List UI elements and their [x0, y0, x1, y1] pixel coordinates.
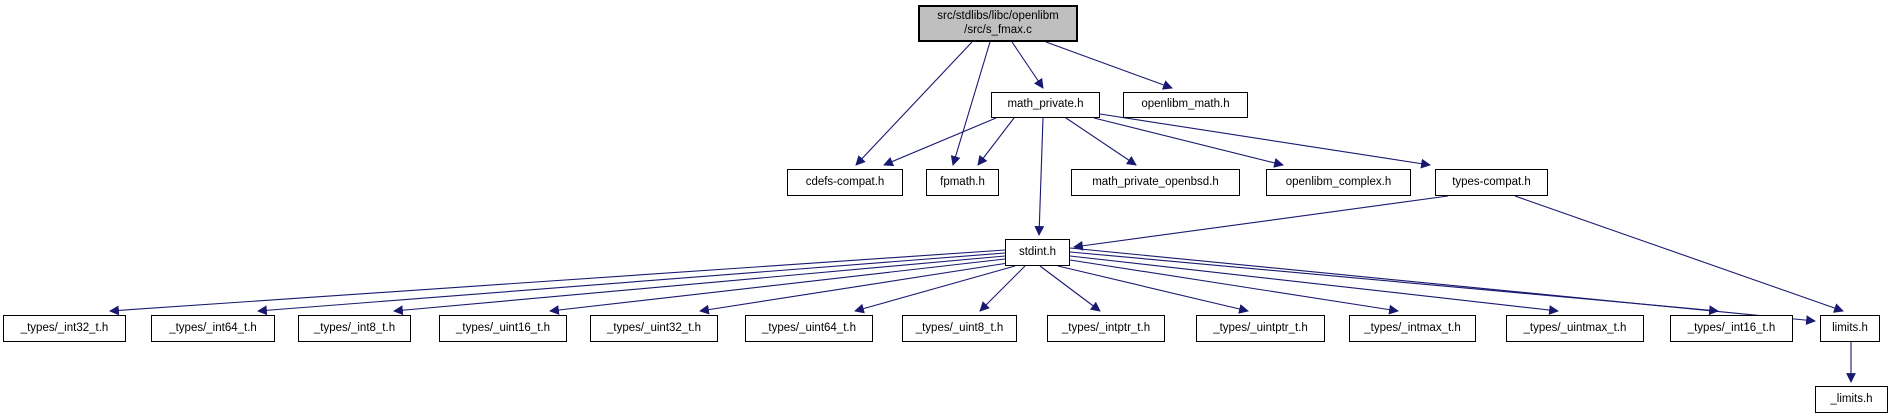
node-s-fmax-c[interactable]: src/stdlibs/libc/openlibm /src/s_fmax.c	[918, 5, 1078, 42]
node-types-uintmax-t-h[interactable]: _types/_uintmax_t.h	[1506, 315, 1644, 342]
edge-mathprivate-cdefscompat	[883, 117, 997, 167]
node-types-uint64-t-h[interactable]: _types/_uint64_t.h	[745, 315, 873, 342]
node-types-uintptr-t-h[interactable]: _types/_uintptr_t.h	[1196, 315, 1325, 342]
node-math-private-openbsd-h[interactable]: math_private_openbsd.h	[1071, 169, 1240, 196]
edge-mathprivate-typescompat	[1099, 113, 1431, 169]
edge-sfmax-mathprivate	[1011, 41, 1044, 89]
node-types-compat-h[interactable]: types-compat.h	[1435, 169, 1548, 196]
node-cdefs-compat-h[interactable]: cdefs-compat.h	[787, 169, 903, 196]
node-types-int64-t-h[interactable]: _types/_int64_t.h	[151, 315, 275, 342]
edge-stdint-uintmax	[1069, 255, 1559, 315]
node-math-private-h[interactable]: math_private.h	[991, 92, 1100, 118]
node-types-intmax-t-h[interactable]: _types/_intmax_t.h	[1349, 315, 1476, 342]
edge-stdint-limits	[1069, 247, 1816, 326]
edge-stdint-uint64	[854, 265, 1016, 314]
edge-sfmax-fpmath	[950, 41, 991, 166]
node-types-int32-t-h[interactable]: _types/_int32_t.h	[3, 315, 126, 342]
edge-mathprivate-fpmath	[977, 117, 1015, 166]
node-openlibm-complex-h[interactable]: openlibm_complex.h	[1266, 169, 1411, 196]
edge-stdint-uint16	[549, 258, 1006, 315]
node-limits-h[interactable]: limits.h	[1820, 315, 1880, 342]
edge-mathprivate-complex	[1093, 117, 1284, 168]
edge-stdint-uint32	[699, 262, 1009, 315]
node-types-uint16-t-h[interactable]: _types/_uint16_t.h	[439, 315, 567, 342]
node-types-int8-t-h[interactable]: _types/_int8_t.h	[298, 315, 411, 342]
node-stdint-h[interactable]: stdint.h	[1005, 239, 1070, 266]
node-types-uint8-t-h[interactable]: _types/_uint8_t.h	[902, 315, 1017, 342]
edge-stdint-uintptr	[1057, 265, 1249, 314]
node-fpmath-h[interactable]: fpmath.h	[926, 169, 999, 196]
node-types-int16-t-h[interactable]: _types/_int16_t.h	[1670, 315, 1793, 342]
edge-sfmax-openlibmmath	[1045, 41, 1173, 90]
edge-typescompat-limits	[1514, 195, 1844, 313]
node--limits-h[interactable]: _limits.h	[1815, 386, 1888, 413]
edge-stdint-intptr	[1039, 265, 1101, 312]
edge-stdint-int8	[393, 255, 1006, 316]
node-types-uint32-t-h[interactable]: _types/_uint32_t.h	[590, 315, 718, 342]
edge-mathprivate-openbsd	[1065, 117, 1137, 166]
edge-stdint-int32	[109, 249, 1006, 316]
edge-stdint-intmax	[1069, 259, 1399, 315]
edge-sfmax-cdefscompat	[855, 41, 973, 166]
node-openlibm-math-h[interactable]: openlibm_math.h	[1123, 92, 1248, 118]
node-types-intptr-t-h[interactable]: _types/_intptr_t.h	[1047, 315, 1165, 342]
edge-stdint-int64	[257, 252, 1006, 316]
edge-typescompat-stdint	[1073, 195, 1449, 251]
edge-mathprivate-stdint	[1034, 117, 1045, 236]
edge-stdint-uint8	[979, 265, 1026, 312]
